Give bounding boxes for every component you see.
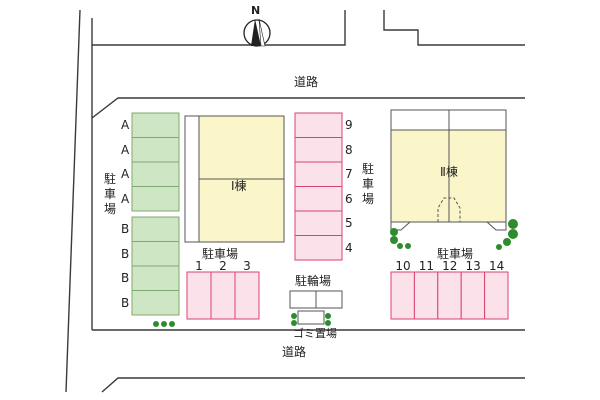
building-1 — [184, 115, 285, 243]
parking-space-label: 13 — [465, 259, 481, 273]
tree-icon — [496, 244, 502, 250]
parking-space-label: 14 — [488, 259, 505, 273]
parking-bottom-left-slots — [186, 271, 260, 320]
parking-space-label: 9 — [345, 118, 353, 132]
garbage-area-structure — [297, 310, 325, 325]
tree-icon — [508, 229, 518, 239]
bottom-road-label: 道路 — [282, 345, 307, 359]
tree-icon — [390, 236, 398, 244]
parking-space — [131, 137, 180, 163]
parking-bottom-right-slots — [390, 271, 509, 320]
parking-space — [484, 271, 509, 320]
building-2-label: Ⅱ棟 — [440, 165, 458, 179]
parking-space — [294, 137, 343, 163]
parking-space — [294, 210, 343, 236]
parking-space-label: 11 — [418, 259, 435, 273]
parking-space — [294, 235, 343, 261]
tree-icon — [508, 219, 518, 229]
parking-space-label: 5 — [345, 216, 353, 230]
parking-space — [131, 186, 180, 212]
parking-center-slots — [294, 112, 343, 261]
parking-space-label: B — [121, 271, 130, 285]
parking-left-label: 駐車場 — [103, 172, 116, 216]
tree-icon — [291, 320, 297, 326]
parking-space — [234, 271, 260, 320]
parking-space — [294, 186, 343, 212]
parking-space-label: A — [121, 191, 130, 206]
road-lines — [65, 9, 525, 393]
building-1-label: Ⅰ棟 — [231, 179, 247, 193]
bicycle-parking-structure — [289, 290, 343, 309]
parking-space-label: A — [121, 167, 130, 181]
compass-letter: N — [251, 4, 261, 17]
bicycle-parking-label: 駐輪場 — [295, 274, 332, 288]
parking-space-label: 12 — [442, 259, 458, 273]
parking-space-label: B — [121, 246, 130, 261]
trees — [153, 219, 518, 327]
top-road-label: 道路 — [294, 75, 319, 89]
tree-icon — [291, 313, 297, 319]
parking-space — [437, 271, 462, 320]
parking-space-label: A — [121, 142, 130, 157]
parking-space — [294, 161, 343, 187]
parking-space-label: 3 — [243, 259, 251, 273]
garbage-area-label: ゴミ置場 — [293, 327, 337, 340]
left-road-edge-outer — [65, 9, 81, 393]
building-2 — [390, 109, 507, 231]
parking-space — [210, 271, 236, 320]
tree-icon — [390, 228, 398, 236]
parking-space-label: 2 — [219, 259, 227, 273]
tree-icon — [325, 313, 331, 319]
parking-space-label: 4 — [345, 240, 353, 255]
tree-icon — [405, 243, 411, 249]
tree-icon — [503, 238, 511, 246]
tree-icon — [153, 321, 159, 327]
parking-space-label: 8 — [345, 142, 353, 157]
parking-space-label: B — [121, 295, 130, 310]
parking-bottom-left-label: 駐車場 — [202, 247, 239, 261]
parking-space-label: B — [121, 222, 130, 236]
top-road-edge-left — [92, 10, 346, 46]
parking-space — [131, 290, 180, 316]
parking-space — [294, 112, 343, 138]
parking-space — [390, 271, 415, 320]
parking-space — [460, 271, 486, 320]
tree-icon — [161, 321, 167, 327]
parking-space — [413, 271, 439, 320]
parking-space — [131, 216, 180, 242]
parking-left-slots — [131, 112, 180, 316]
parking-space — [131, 161, 180, 187]
tree-icon — [397, 243, 403, 249]
parking-space — [131, 112, 180, 138]
tree-icon — [169, 321, 175, 327]
north-arrow-icon — [243, 18, 271, 47]
parking-center-label: 駐車場 — [361, 162, 374, 206]
parking-space — [131, 265, 180, 291]
site-boundary-top — [91, 97, 525, 119]
tree-icon — [325, 320, 331, 326]
parking-space — [131, 241, 180, 267]
parking-space-label: 10 — [395, 259, 411, 273]
parking-space — [186, 271, 212, 320]
parking-bottom-right-label: 駐車場 — [437, 247, 474, 261]
parking-space-label: 1 — [195, 259, 203, 273]
top-road-edge-right — [383, 10, 525, 46]
bottom-road-edge — [101, 377, 525, 393]
parking-space-label: 7 — [345, 167, 353, 181]
parking-space-label: 6 — [345, 191, 353, 206]
parking-space-label: A — [121, 118, 130, 132]
